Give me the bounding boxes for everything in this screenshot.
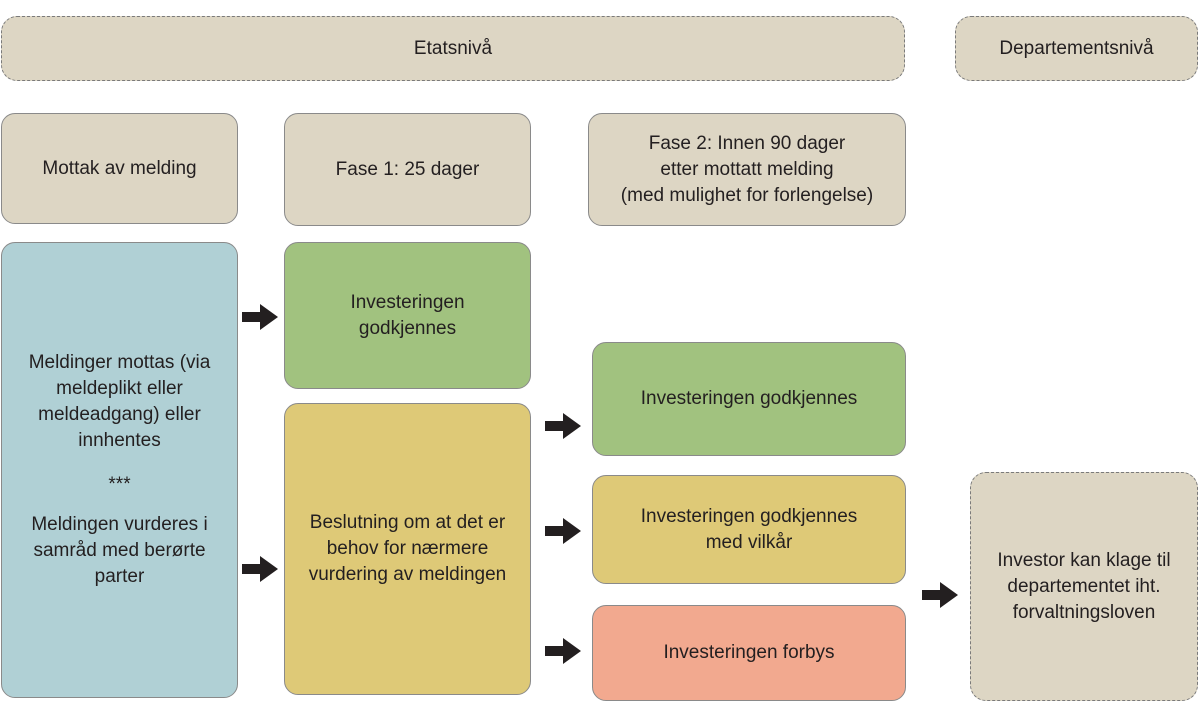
level-departementsniva: Departementsnivå — [955, 16, 1198, 81]
step-fase2-godkjennes: Investeringen godkjennes — [592, 342, 906, 456]
header-mottak: Mottak av melding — [1, 113, 238, 224]
step-klage-label: Investor kan klage til departementet iht… — [997, 549, 1171, 623]
arrow-to-forbys — [545, 638, 581, 664]
step-beslutning-label: Beslutning om at det er behov for nærmer… — [308, 512, 507, 585]
step-melding-vurderes: Meldingen vurderes i samråd med berørte … — [31, 514, 208, 587]
step-fase1-godkjennes: Investeringen godkjennes — [284, 242, 531, 389]
step-forbys-label: Investeringen forbys — [663, 642, 835, 663]
arrow-to-beslutning — [242, 556, 278, 582]
arrow-to-klage — [922, 582, 958, 608]
step-beslutning: Beslutning om at det er behov for nærmer… — [284, 403, 531, 695]
arrow-to-fase2-godkjennes — [545, 413, 581, 439]
step-fase2-godkjennes-label: Investeringen godkjennes — [640, 388, 858, 409]
step-godkjennes-vilkar-label: Investeringen godkjennes med vilkår — [640, 505, 858, 553]
level-departementsniva-label: Departementsnivå — [999, 37, 1154, 59]
step-mottak-vurdering: Meldinger mottas (via meldeplikt eller m… — [1, 242, 238, 698]
header-fase2-label: Fase 2: Innen 90 dager etter mottatt mel… — [620, 132, 874, 206]
arrow-to-fase1-godkjennes — [242, 304, 278, 330]
step-separator: *** — [108, 474, 131, 495]
level-etatsniva-label: Etatsnivå — [413, 37, 493, 59]
header-fase1-label: Fase 1: 25 dager — [335, 158, 480, 180]
step-melding-mottas: Meldinger mottas (via meldeplikt eller m… — [28, 352, 211, 451]
step-fase1-godkjennes-label: Investeringen godkjennes — [350, 291, 465, 339]
step-godkjennes-vilkar: Investeringen godkjennes med vilkår — [592, 475, 906, 584]
step-forbys: Investeringen forbys — [592, 605, 906, 701]
header-fase2: Fase 2: Innen 90 dager etter mottatt mel… — [588, 113, 906, 226]
step-klage: Investor kan klage til departementet iht… — [970, 472, 1198, 701]
header-fase1: Fase 1: 25 dager — [284, 113, 531, 226]
arrow-to-godkjennes-vilkar — [545, 518, 581, 544]
level-etatsniva: Etatsnivå — [1, 16, 905, 81]
header-mottak-label: Mottak av melding — [42, 157, 197, 179]
